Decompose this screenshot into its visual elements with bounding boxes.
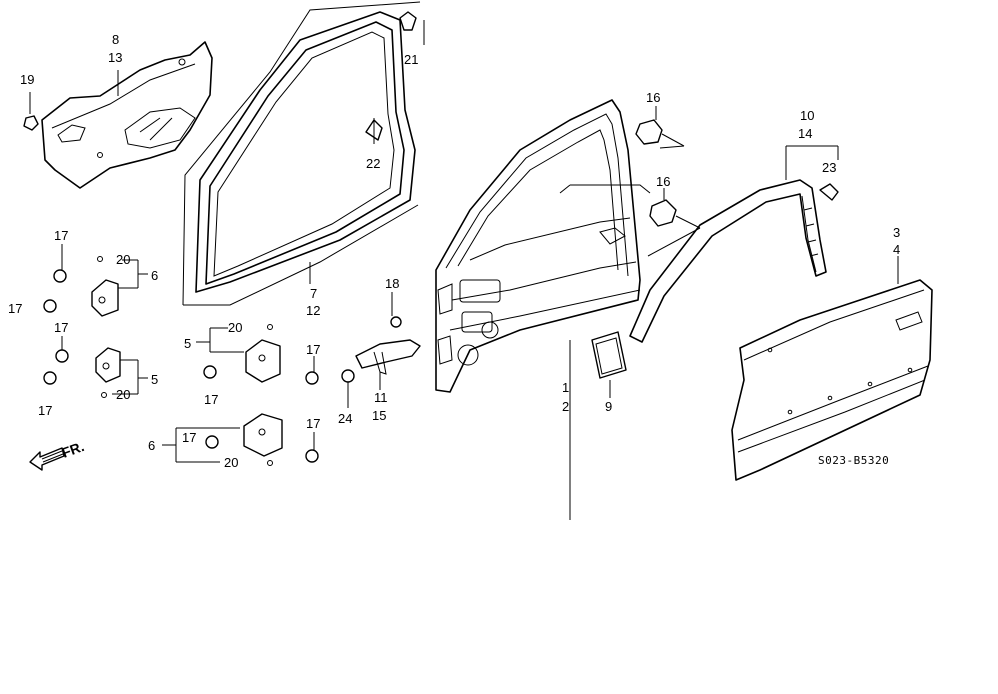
clips-20 [97, 256, 273, 466]
callout-17-h: 17 [306, 416, 320, 431]
callout-2: 2 [562, 399, 569, 414]
callout-17-c: 17 [54, 320, 68, 335]
callout-1: 1 [562, 380, 569, 395]
callout-18: 18 [385, 276, 399, 291]
sash-molding [629, 145, 839, 343]
callout-13: 13 [108, 50, 122, 65]
callout-20-c: 20 [116, 387, 130, 402]
callout-6-upper: 6 [151, 268, 158, 283]
callout-17-e: 17 [204, 392, 218, 407]
callout-7: 7 [310, 286, 317, 301]
hinge-upper-center [196, 327, 281, 383]
callout-5-lower: 5 [151, 372, 158, 387]
callout-17-g: 17 [306, 342, 320, 357]
callout-11: 11 [374, 390, 388, 405]
callout-16-top: 16 [646, 90, 660, 105]
bolts [43, 244, 393, 463]
door-inner-panel [435, 99, 651, 393]
patch-seal-9 [591, 331, 627, 398]
callout-3: 3 [893, 225, 900, 240]
callout-9: 9 [605, 399, 612, 414]
callout-17-b: 17 [8, 301, 22, 316]
clip-21 [399, 11, 425, 45]
clip-23 [819, 183, 839, 201]
callout-16-bottom: 16 [656, 174, 670, 189]
hinge-lower-center [162, 413, 283, 463]
fr-label: FR. [60, 438, 87, 461]
callout-21: 21 [404, 52, 418, 67]
callout-6-lower: 6 [148, 438, 155, 453]
callout-17-f: 17 [182, 430, 196, 445]
callout-19: 19 [20, 72, 34, 87]
door-weatherstrip [182, 1, 421, 306]
callout-12: 12 [306, 303, 320, 318]
callout-20-b: 20 [228, 320, 242, 335]
hinge-lower-left [95, 347, 148, 395]
stopper-16-bottom [647, 199, 701, 257]
hinge-upper-left [91, 259, 148, 317]
callout-20-d: 20 [224, 455, 238, 470]
callout-15: 15 [372, 408, 386, 423]
callout-4: 4 [893, 242, 900, 257]
callout-22: 22 [366, 156, 380, 171]
callout-14: 14 [798, 126, 812, 141]
door-outer-skin [731, 256, 933, 481]
callout-5-upper: 5 [184, 336, 191, 351]
callout-20-a: 20 [116, 252, 130, 267]
callout-24: 24 [338, 411, 352, 426]
front-direction-arrow: FR. [29, 438, 87, 471]
callout-10: 10 [800, 108, 814, 123]
callout-8: 8 [112, 32, 119, 47]
callout-17-a: 17 [54, 228, 68, 243]
stopper-16-top [635, 119, 685, 149]
callout-17-d: 17 [38, 403, 52, 418]
callout-23: 23 [822, 160, 836, 175]
door-seal-panel [41, 41, 213, 189]
drawing-code: S023-B5320 [818, 454, 889, 467]
clip-19 [23, 115, 39, 131]
door-checker [355, 316, 421, 390]
